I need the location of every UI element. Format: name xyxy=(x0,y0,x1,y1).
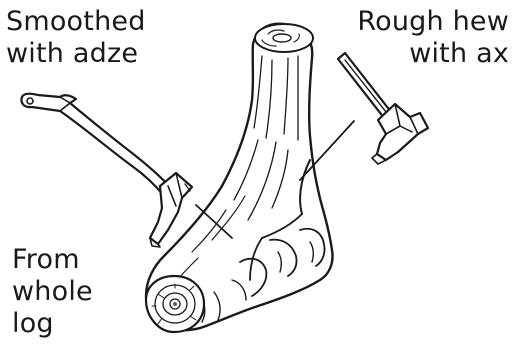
adze-icon xyxy=(21,94,192,247)
ax-icon xyxy=(338,53,428,164)
